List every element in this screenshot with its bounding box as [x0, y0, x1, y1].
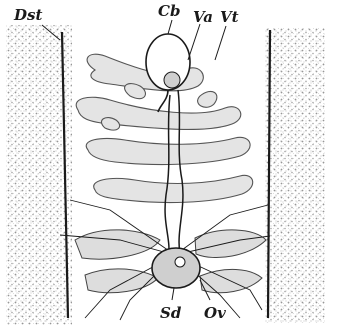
label-ov: Ov [204, 304, 226, 322]
right-dotted-column [265, 28, 325, 323]
label-dst: Dst [13, 6, 42, 24]
seminal-bulb [146, 34, 190, 112]
label-cb: Cb [158, 2, 180, 20]
label-va: Va [193, 8, 213, 26]
label-vt: Vt [220, 8, 239, 26]
label-sd: Sd [160, 304, 182, 322]
shell-gland [152, 248, 200, 288]
